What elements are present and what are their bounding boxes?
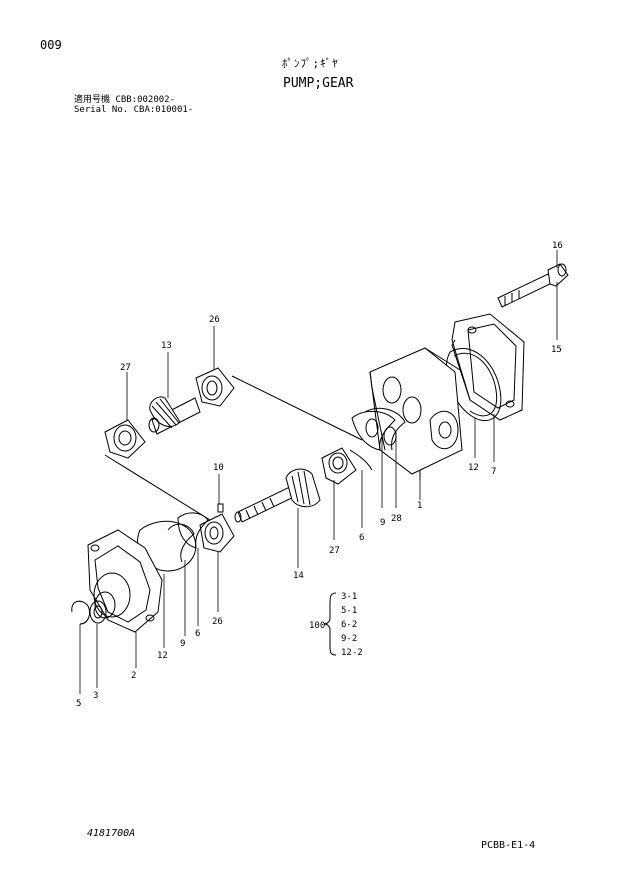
part-bushing-left [104, 419, 146, 459]
callout-9-front: 9 [180, 639, 185, 649]
kit-item: 12-2 [341, 648, 363, 658]
part-bushing-upper [195, 367, 235, 407]
kit-item: 3-1 [341, 592, 357, 602]
part-seal-plates-rear [349, 407, 406, 471]
part-bolt [497, 263, 569, 308]
callout-6-front: 6 [195, 629, 200, 639]
callout-6-rear: 6 [359, 533, 364, 543]
callout-7: 7 [491, 467, 496, 477]
callout-12-rear: 12 [468, 463, 479, 473]
callout-1: 1 [417, 501, 422, 511]
guide-line-upper [231, 375, 363, 441]
callout-12-front: 12 [157, 651, 168, 661]
part-pin [217, 503, 224, 513]
callout-14: 14 [293, 571, 304, 581]
callout-3: 3 [93, 691, 98, 701]
part-driven-gear [148, 396, 201, 435]
callout-10: 10 [213, 463, 224, 473]
kit-item: 5-1 [341, 606, 357, 616]
page-title-japanese: ﾎﾟﾝﾌﾟ;ｷﾞﾔ [282, 57, 339, 70]
page-number: 009 [40, 38, 62, 52]
document-number: 4181700A [87, 828, 136, 839]
callout-2: 2 [131, 671, 136, 681]
callout-numbers: 16 15 7 12 1 28 9 6 27 14 10 26 13 27 26… [76, 241, 563, 709]
applicable-model-line: 適用号機 CBB:002002- [74, 95, 176, 105]
kit-brace [323, 592, 337, 656]
part-bushing-rear [321, 447, 357, 485]
part-rear-cover [451, 313, 525, 421]
page-title: PUMP;GEAR [283, 76, 354, 91]
page-code: PCBB-E1-4 [481, 840, 536, 851]
kit-list: 100 3-1 5-1 6-2 9-2 12-2 [309, 592, 363, 658]
kit-item: 6-2 [341, 620, 357, 630]
kit-item: 9-2 [341, 634, 357, 644]
callout-5: 5 [76, 699, 81, 709]
callout-13: 13 [161, 341, 172, 351]
part-snap-ring [71, 600, 91, 625]
callout-16: 16 [552, 241, 563, 251]
part-bushing-lower [199, 513, 235, 553]
callout-9-rear: 9 [380, 518, 385, 528]
callout-27-left: 27 [120, 363, 131, 373]
callout-27-rear: 27 [329, 546, 340, 556]
kit-number: 100 [309, 621, 325, 631]
part-front-cover [87, 529, 163, 633]
part-pump-body [369, 347, 463, 480]
guide-line-left [104, 454, 211, 521]
callout-28: 28 [391, 514, 402, 524]
leader-lines [79, 250, 558, 694]
callout-15: 15 [551, 345, 562, 355]
part-drive-gear-shaft [234, 468, 321, 523]
serial-number-line: Serial No. CBA:010001- [74, 105, 194, 115]
callout-26-upper: 26 [209, 315, 220, 325]
callout-26-lower: 26 [212, 617, 223, 627]
